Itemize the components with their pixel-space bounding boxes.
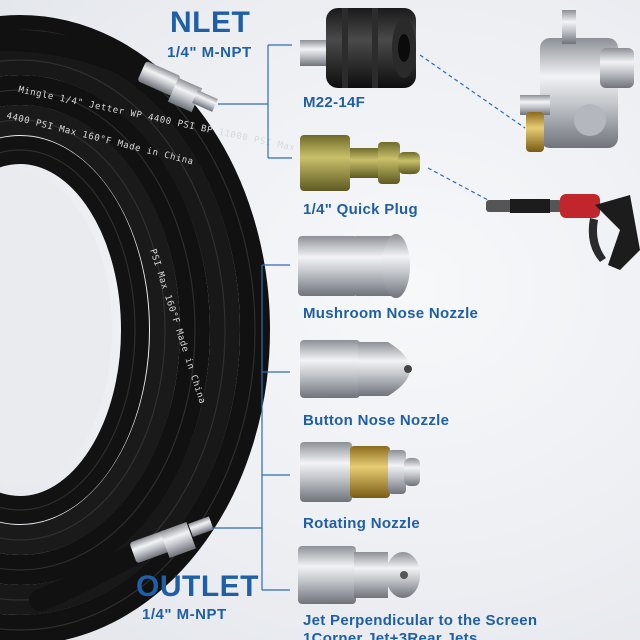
item-label-button-nozzle: Button Nose Nozzle bbox=[303, 412, 450, 429]
inlet-thread: 1/4" M-NPT bbox=[167, 44, 252, 61]
outlet-hose-end bbox=[29, 516, 214, 611]
outlet-thread: 1/4" M-NPT bbox=[142, 606, 227, 623]
button-nose-nozzle-image bbox=[300, 340, 412, 398]
jet-nozzle-image bbox=[298, 546, 420, 604]
connector-lines bbox=[212, 44, 526, 591]
inlet-title: NLET bbox=[170, 6, 251, 39]
item-label-jet-nozzle: Jet Perpendicular to the Screen bbox=[303, 612, 538, 629]
mushroom-nose-nozzle-image bbox=[298, 234, 410, 298]
m22-14f-fitting-image bbox=[300, 8, 416, 88]
item-label-m22-14f: M22-14F bbox=[303, 94, 366, 111]
hose-coil: Mingle 1/4" Jetter WP 4400 PSI BP 11000 … bbox=[0, 15, 414, 640]
item-label-mushroom-nozzle: Mushroom Nose Nozzle bbox=[303, 305, 479, 322]
item-label-jet-config: 1Corner Jet+3Rear Jets bbox=[303, 630, 478, 640]
outlet-title: OUTLET bbox=[136, 570, 259, 603]
item-label-quick-plug: 1/4" Quick Plug bbox=[303, 201, 418, 218]
quick-plug-image bbox=[300, 135, 420, 191]
spray-gun-image bbox=[486, 194, 640, 270]
pressure-washer-pump-image bbox=[520, 10, 634, 152]
inlet-hose-end bbox=[0, 29, 218, 113]
rotating-nozzle-image bbox=[300, 442, 420, 502]
item-label-rotating-nozzle: Rotating Nozzle bbox=[303, 515, 420, 532]
